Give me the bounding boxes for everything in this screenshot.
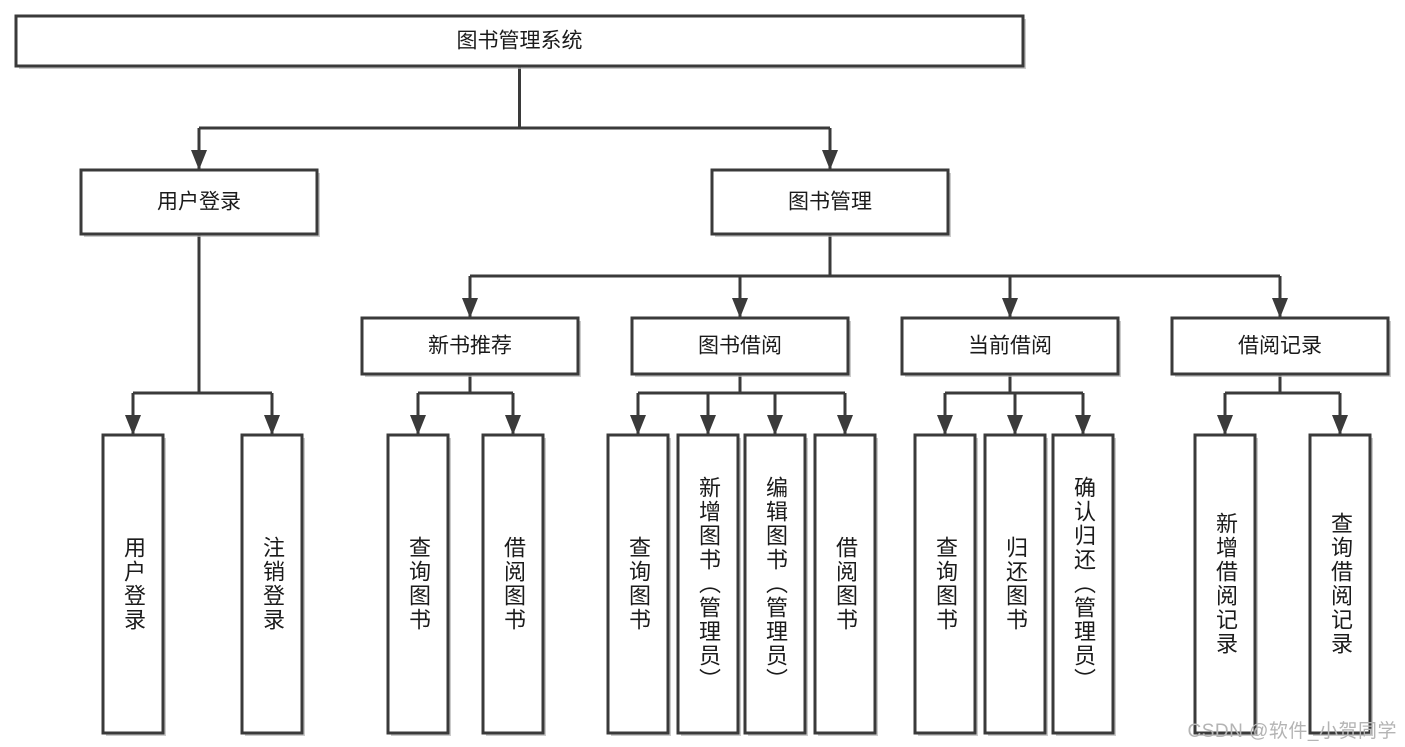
node-label-book-manage: 图书管理: [788, 191, 872, 214]
node-leaf-logout[interactable]: [240, 433, 305, 736]
node-leaf-confirm-return[interactable]: [1051, 433, 1116, 736]
node-label-root: 图书管理系统: [457, 30, 583, 53]
node-label-new-book-recommend: 新书推荐: [428, 335, 512, 358]
connector-group-root: [191, 66, 838, 170]
node-borrow-record[interactable]: [1170, 316, 1391, 377]
node-leaf-edit-book[interactable]: [743, 433, 808, 736]
node-label-book-borrow: 图书借阅: [698, 335, 782, 358]
connector-group-new-book-recommend: [410, 374, 521, 435]
node-leaf-borrow-book-rec[interactable]: [481, 433, 546, 736]
node-leaf-query-book-cur[interactable]: [913, 433, 978, 736]
node-new-book-recommend[interactable]: [360, 316, 581, 377]
node-label-user-login: 用户登录: [157, 191, 241, 214]
node-book-borrow[interactable]: [630, 316, 851, 377]
node-label-borrow-record: 借阅记录: [1238, 335, 1322, 358]
node-label-current-borrow: 当前借阅: [968, 335, 1052, 358]
connector-group-book-borrow: [630, 374, 853, 435]
node-leaf-query-book-bor[interactable]: [606, 433, 671, 736]
node-book-manage[interactable]: [710, 168, 951, 237]
node-leaf-return-book[interactable]: [983, 433, 1048, 736]
connector-group-book-manage: [462, 234, 1288, 318]
connector-group-borrow-record: [1217, 374, 1348, 435]
csdn-watermark: CSDN @软件_小贺同学: [1187, 721, 1397, 742]
box-layer: [14, 14, 1391, 736]
node-leaf-query-book-rec[interactable]: [386, 433, 451, 736]
node-leaf-add-record[interactable]: [1193, 433, 1258, 736]
connector-group-current-borrow: [937, 374, 1091, 435]
node-current-borrow[interactable]: [900, 316, 1121, 377]
node-leaf-add-book[interactable]: [676, 433, 741, 736]
connector-group-user-login: [125, 234, 280, 435]
node-leaf-borrow-book-bor[interactable]: [813, 433, 878, 736]
edge-layer: [125, 66, 1348, 435]
node-root[interactable]: [14, 14, 1026, 69]
node-leaf-user-login[interactable]: [101, 433, 166, 736]
node-leaf-query-record[interactable]: [1308, 433, 1373, 736]
node-user-login[interactable]: [79, 168, 320, 237]
